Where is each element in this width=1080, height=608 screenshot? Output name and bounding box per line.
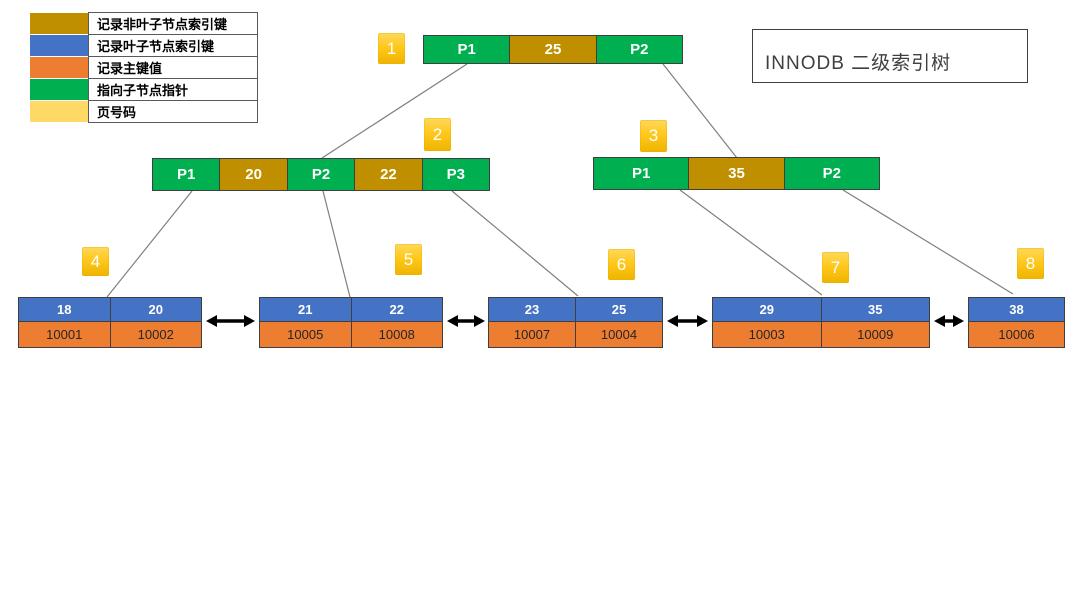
leaf-link-arrow-7-8 — [934, 315, 964, 327]
primary-key-cell: 10007 — [489, 322, 575, 347]
child-pointer-cell: P2 — [783, 158, 879, 189]
index-key-cell: 22 — [354, 159, 422, 190]
leaf-index-key-row: 18 20 — [19, 298, 201, 321]
leaf-node-page-4: 18 20 10001 10002 — [18, 297, 202, 348]
primary-key-color-swatch — [30, 57, 88, 78]
primary-key-cell: 10009 — [820, 322, 929, 347]
leaf-link-arrow-5-6 — [447, 315, 485, 327]
primary-key-cell: 10003 — [713, 322, 821, 347]
connector-page3-p2-to-page8 — [842, 189, 1014, 295]
leaf-index-key-row: 21 22 — [260, 298, 442, 321]
child-pointer-cell: P2 — [595, 36, 682, 63]
leaf-link-arrow-4-5 — [206, 315, 255, 327]
connector-page3-p1-to-page7 — [679, 189, 823, 296]
legend-row-child-pointer: 指向子节点指针 — [30, 78, 258, 101]
page-badge-7: 7 — [822, 252, 849, 283]
root-node-page-1: P1 25 P2 — [423, 35, 683, 64]
leaf-key-cell: 18 — [19, 298, 110, 321]
leaf-node-page-7: 29 35 10003 10009 — [712, 297, 930, 348]
leaf-key-cell: 23 — [489, 298, 575, 321]
primary-key-cell: 10004 — [575, 322, 662, 347]
index-key-cell: 25 — [509, 36, 596, 63]
page-badge-8: 8 — [1017, 248, 1044, 279]
leaf-node-page-8: 38 10006 — [968, 297, 1065, 348]
legend-row-leaf-key: 记录叶子节点索引键 — [30, 34, 258, 57]
child-pointer-color-swatch — [30, 79, 88, 100]
child-pointer-cell: P1 — [424, 36, 510, 63]
leaf-key-cell: 25 — [575, 298, 662, 321]
leaf-index-key-row: 38 — [969, 298, 1064, 321]
legend-label: 页号码 — [88, 100, 258, 123]
page-badge-3: 3 — [640, 120, 667, 152]
leaf-index-key-row: 23 25 — [489, 298, 662, 321]
legend-row-primary-key: 记录主键值 — [30, 56, 258, 79]
page-badge-4: 4 — [82, 247, 109, 276]
child-pointer-cell: P1 — [594, 158, 689, 189]
child-pointer-cell: P2 — [286, 159, 355, 190]
nonleaf-key-color-swatch — [30, 13, 88, 34]
legend-row-nonleaf-key: 记录非叶子节点索引键 — [30, 12, 258, 35]
page-number-color-swatch — [30, 101, 88, 122]
leaf-primary-key-row: 10007 10004 — [489, 321, 662, 347]
leaf-primary-key-row: 10006 — [969, 321, 1064, 347]
legend-label: 记录非叶子节点索引键 — [88, 12, 258, 35]
primary-key-cell: 10001 — [19, 322, 110, 347]
leaf-primary-key-row: 10005 10008 — [260, 321, 442, 347]
diagram-title: INNODB 二级索引树 — [765, 53, 952, 74]
leaf-key-cell: 21 — [260, 298, 351, 321]
legend-label: 记录叶子节点索引键 — [88, 34, 258, 57]
child-pointer-cell: P3 — [421, 159, 490, 190]
internal-node-page-2: P1 20 P2 22 P3 — [152, 158, 490, 191]
leaf-node-page-5: 21 22 10005 10008 — [259, 297, 443, 348]
leaf-key-cell: 35 — [820, 298, 929, 321]
connector-root-p2-to-page3 — [662, 63, 738, 159]
legend-label: 指向子节点指针 — [88, 78, 258, 101]
primary-key-cell: 10008 — [350, 322, 442, 347]
legend-label: 记录主键值 — [88, 56, 258, 79]
primary-key-cell: 10002 — [109, 322, 201, 347]
index-key-cell: 35 — [688, 158, 784, 189]
primary-key-cell: 10006 — [969, 322, 1064, 347]
leaf-node-page-6: 23 25 10007 10004 — [488, 297, 663, 348]
leaf-key-cell: 38 — [969, 298, 1064, 321]
connector-page2-p3-to-page6 — [451, 190, 579, 297]
leaf-key-cell: 22 — [350, 298, 442, 321]
leaf-index-key-row: 29 35 — [713, 298, 929, 321]
leaf-link-arrow-6-7 — [667, 315, 708, 327]
page-badge-5: 5 — [395, 244, 422, 275]
primary-key-cell: 10005 — [260, 322, 351, 347]
leaf-primary-key-row: 10003 10009 — [713, 321, 929, 347]
leaf-key-cell: 20 — [109, 298, 201, 321]
internal-node-page-3: P1 35 P2 — [593, 157, 880, 190]
child-pointer-cell: P1 — [153, 159, 220, 190]
page-badge-1: 1 — [378, 33, 405, 64]
page-badge-6: 6 — [608, 249, 635, 280]
diagram-title-box: INNODB 二级索引树 — [752, 29, 1028, 83]
connector-page2-p2-to-page5 — [322, 190, 351, 298]
page-badge-2: 2 — [424, 118, 451, 151]
leaf-primary-key-row: 10001 10002 — [19, 321, 201, 347]
leaf-key-cell: 29 — [713, 298, 821, 321]
connector-page2-p1-to-page4 — [106, 190, 193, 298]
legend-row-page-number: 页号码 — [30, 100, 258, 123]
index-key-cell: 20 — [219, 159, 287, 190]
leaf-key-color-swatch — [30, 35, 88, 56]
legend: 记录非叶子节点索引键 记录叶子节点索引键 记录主键值 指向子节点指针 页号码 — [30, 12, 258, 123]
